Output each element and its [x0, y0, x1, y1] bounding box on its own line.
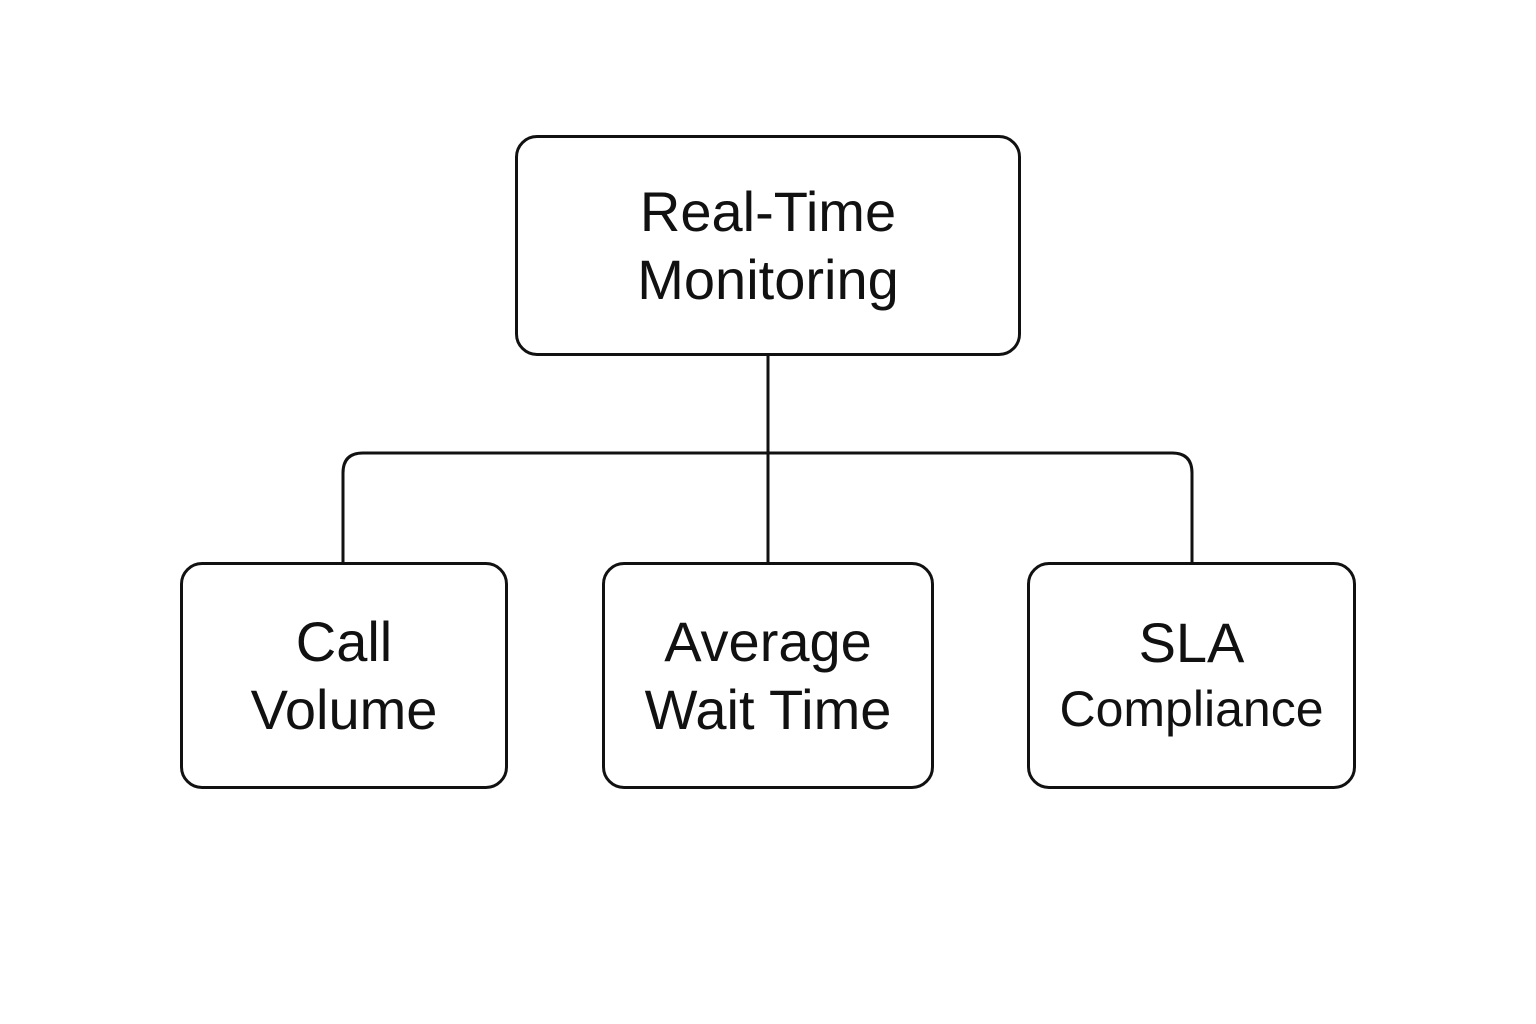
- node-real-time-monitoring: Real-Time Monitoring: [515, 135, 1021, 356]
- node-root-line-1: Real-Time: [639, 179, 897, 243]
- node-sla-compliance-line-1: SLA: [1138, 610, 1245, 674]
- node-average-wait-time-line-1: Average: [664, 609, 872, 673]
- node-average-wait-time: Average Wait Time: [602, 562, 934, 789]
- node-sla-compliance: SLA Compliance: [1027, 562, 1356, 789]
- node-call-volume: Call Volume: [180, 562, 508, 789]
- node-call-volume-line-1: Call: [295, 609, 393, 673]
- node-call-volume-line-2: Volume: [250, 677, 438, 741]
- node-average-wait-time-line-2: Wait Time: [644, 677, 892, 741]
- node-sla-compliance-line-2: Compliance: [1059, 680, 1324, 737]
- node-root-line-2: Monitoring: [637, 247, 899, 311]
